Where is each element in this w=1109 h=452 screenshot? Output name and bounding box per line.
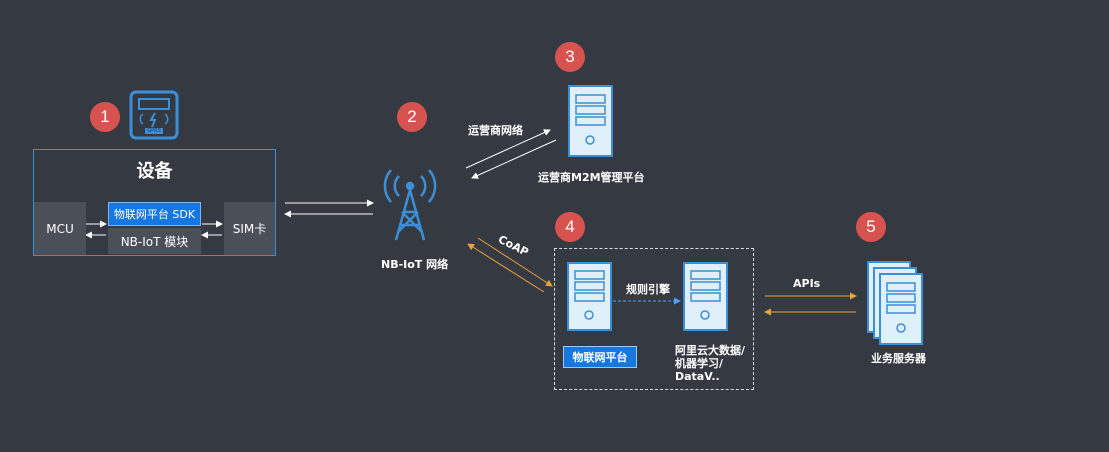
device-tower-arrows [284, 199, 374, 218]
sim-card-block: SIM卡 [224, 202, 275, 255]
apis-arrows [764, 292, 857, 316]
gprs-icon-text: GPRS [147, 128, 161, 134]
tower-carrier-arrows [465, 129, 557, 179]
carrier-platform-label: 运营商M2M管理平台 [538, 171, 645, 184]
step-badge-4: 4 [555, 212, 585, 242]
iot-platform-server-icon [567, 262, 612, 331]
step-badge-3: 3 [555, 42, 585, 72]
aliyun-line-1: 阿里云大数据/ [675, 344, 746, 357]
nb-iot-module-block: NB-IoT 模块 [108, 228, 201, 254]
apis-label: APIs [793, 277, 821, 290]
step-badge-2: 2 [397, 102, 427, 132]
business-server-stack-icon [867, 261, 923, 345]
aliyun-label: 阿里云大数据/ 机器学习/ DataV.. [675, 344, 745, 383]
tower-iot-arrows [467, 237, 553, 293]
step-badge-5: 5 [856, 212, 886, 242]
iot-platform-group [554, 248, 754, 390]
iot-platform-label: 物联网平台 [563, 346, 637, 368]
aliyun-line-3: DataV.. [675, 370, 720, 383]
cell-tower-icon [383, 169, 437, 241]
device-internal-arrows [85, 220, 223, 239]
carrier-server-icon [568, 85, 613, 157]
gprs-device-icon [129, 90, 179, 140]
carrier-network-label: 运营商网络 [468, 124, 523, 137]
business-server-label: 业务服务器 [871, 352, 926, 365]
aliyun-server-icon [683, 262, 728, 331]
device-title: 设备 [136, 161, 173, 182]
sdk-block: 物联网平台 SDK [108, 202, 201, 226]
rule-engine-label: 规则引擎 [626, 283, 670, 296]
device-group [33, 149, 276, 256]
aliyun-line-2: 机器学习/ [675, 357, 724, 370]
mcu-block: MCU [34, 202, 86, 255]
nb-iot-network-label: NB-IoT 网络 [381, 258, 449, 271]
step-badge-1: 1 [90, 102, 120, 132]
